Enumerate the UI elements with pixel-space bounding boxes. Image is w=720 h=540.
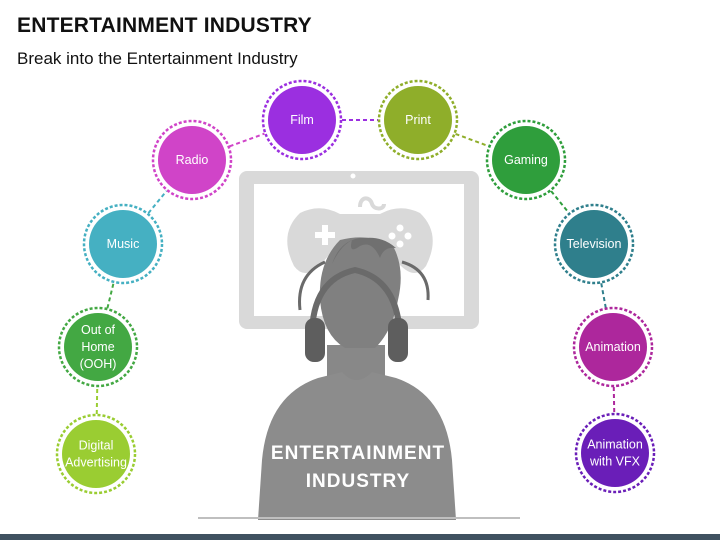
node-circle: [579, 313, 647, 381]
connector-print: [455, 132, 489, 148]
node-label: Digital: [79, 439, 114, 453]
node-label: Out of: [81, 323, 116, 337]
page-title: ENTERTAINMENT INDUSTRY: [17, 14, 312, 37]
node-circle: [158, 126, 226, 194]
node-label: Radio: [176, 153, 209, 167]
connector-lines: [95, 119, 616, 415]
node-music: Music: [82, 203, 164, 285]
node-circle: [268, 86, 336, 154]
node-animation: Animation: [572, 306, 654, 388]
connector-digital-advertising: [95, 386, 99, 415]
node-circle: [560, 210, 628, 278]
center-label-line-2: INDUSTRY: [306, 471, 410, 492]
node-out-of-home: Out of Home (OOH): [57, 306, 139, 388]
node-label: Animation: [585, 340, 641, 354]
node-label: Film: [290, 113, 314, 127]
bottom-accent-bar: [0, 534, 720, 540]
connector-out-of-home: [106, 282, 115, 309]
node-label: Gaming: [504, 153, 548, 167]
connector-radio: [229, 132, 265, 148]
page-subtitle: Break into the Entertainment Industry: [17, 49, 298, 68]
connector-television: [600, 283, 607, 308]
center-label-line-1: ENTERTAINMENT: [271, 443, 445, 464]
connector-gaming: [550, 190, 570, 214]
node-label: with VFX: [589, 455, 641, 469]
node-label: Music: [107, 237, 140, 251]
node-television: Television: [553, 203, 635, 285]
node-circle: [581, 419, 649, 487]
node-print: Print: [377, 79, 459, 161]
person-with-headphones-icon: [198, 237, 520, 520]
node-label: Advertising: [65, 456, 127, 470]
node-film: Film: [261, 79, 343, 161]
node-label: Home: [81, 340, 114, 354]
node-circle: [89, 210, 157, 278]
node-label: (OOH): [80, 357, 117, 371]
node-animation-vfx: Animation with VFX: [574, 412, 656, 494]
node-gaming: Gaming: [485, 119, 567, 201]
node-circle: [384, 86, 452, 154]
connector-music: [147, 190, 168, 214]
node-label: Television: [567, 237, 622, 251]
node-circle: [492, 126, 560, 194]
node-circle: [62, 420, 130, 488]
node-label: Print: [405, 113, 431, 127]
node-label: Animation: [587, 438, 643, 452]
node-circle: [64, 313, 132, 381]
node-radio: Radio: [151, 119, 233, 201]
